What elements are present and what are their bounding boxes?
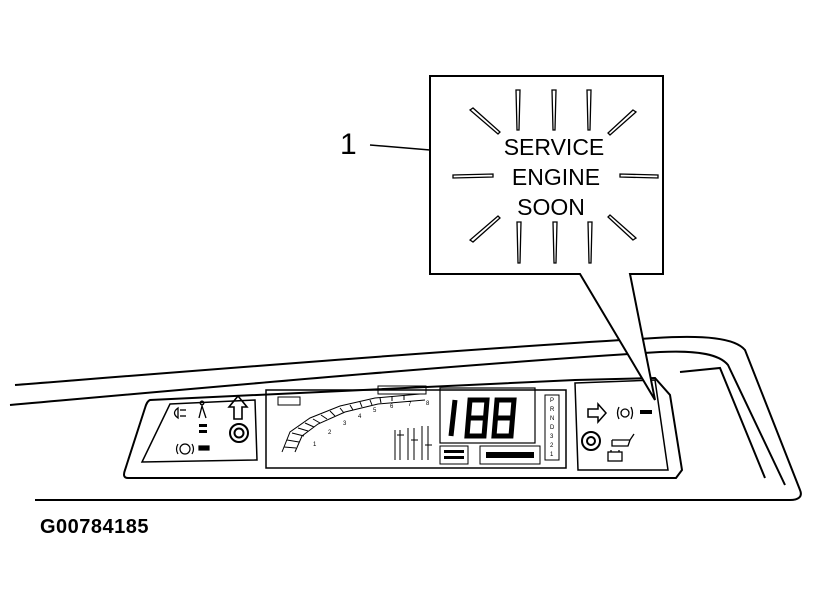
- svg-text:7: 7: [408, 402, 412, 408]
- svg-text:R: R: [550, 407, 555, 413]
- svg-text:3: 3: [343, 421, 347, 427]
- svg-text:2: 2: [328, 430, 332, 436]
- svg-text:5: 5: [373, 408, 377, 414]
- callout-line-2: ENGINE: [512, 164, 600, 190]
- battery-icon: [607, 450, 623, 462]
- fuel-temp-gauges: [394, 426, 432, 460]
- headlamp-icon: [173, 406, 186, 420]
- central-display: 1 2 3 4 5 6 7 8: [265, 385, 567, 469]
- digital-speedometer: [439, 387, 541, 465]
- security-light-icon: [581, 431, 601, 451]
- callout-line-1: SERVICE: [504, 134, 605, 160]
- left-indicator-pod: [140, 394, 258, 463]
- security-icon: [229, 423, 249, 443]
- airbag-icon: [199, 424, 207, 433]
- svg-text:N: N: [550, 416, 554, 422]
- figure-id: G00784185: [40, 516, 150, 538]
- svg-text:3: 3: [550, 434, 554, 440]
- tachometer-bar-graph: [281, 385, 427, 453]
- service-engine-soon-lamp: [640, 410, 652, 414]
- svg-text:8: 8: [426, 401, 430, 407]
- brake-warning-icon: [616, 406, 634, 420]
- cluster-bezel: [123, 376, 684, 479]
- svg-text:6: 6: [390, 404, 394, 410]
- dashboard-shroud: [9, 335, 802, 501]
- seatbelt-icon: [198, 400, 207, 419]
- gear-selector-indicator: P R N D 3 2 1: [544, 394, 560, 461]
- right-indicator-pod: [574, 379, 669, 471]
- up-arrow-icon: [227, 394, 249, 420]
- callout-leader: 1: [340, 128, 431, 161]
- svg-text:D: D: [550, 425, 555, 431]
- callout-line-3: SOON: [517, 194, 585, 220]
- abs-icon: [175, 443, 210, 455]
- svg-text:1: 1: [313, 442, 317, 448]
- callout-box: SERVICE ENGINE SOON: [429, 75, 664, 401]
- oil-pressure-icon: [611, 433, 635, 447]
- right-arrow-icon: [587, 402, 608, 424]
- svg-text:4: 4: [358, 414, 362, 420]
- svg-text:1: 1: [550, 452, 554, 458]
- tach-scale-numbers: 1 2 3 4 5 6 7 8: [313, 401, 430, 448]
- svg-text:2: 2: [550, 443, 554, 449]
- svg-text:P: P: [550, 398, 554, 404]
- flashing-rays: [452, 89, 659, 264]
- callout-number: 1: [340, 128, 357, 161]
